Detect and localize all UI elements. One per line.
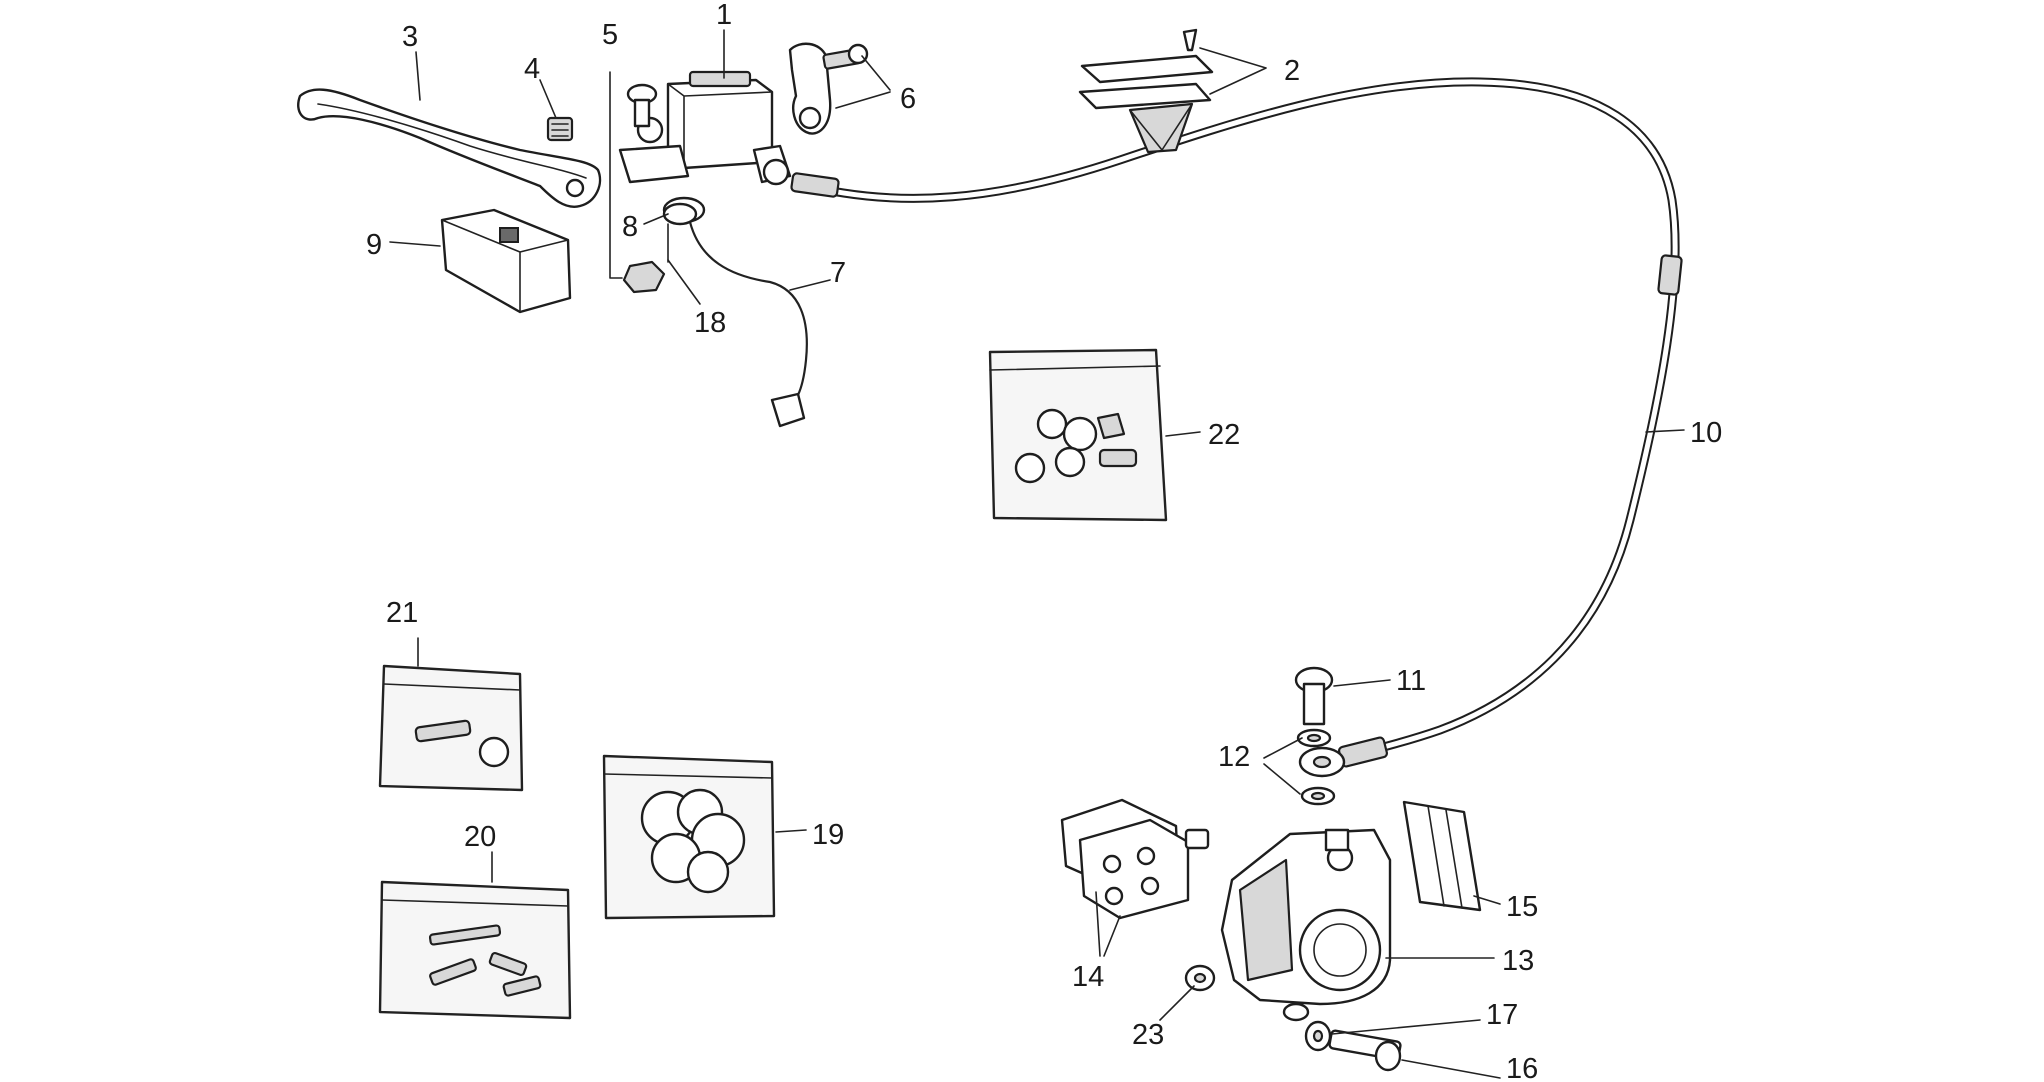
master-cylinder[interactable] (618, 70, 792, 186)
callout-10: 10 (1690, 417, 1722, 449)
leader-lines (389, 29, 1685, 1079)
callout-14: 14 (1072, 961, 1104, 993)
callout-18: 18 (694, 307, 726, 339)
brake-caliper[interactable] (1220, 828, 1392, 1022)
callout-numbers: 1 2 3 4 5 6 7 8 9 10 11 12 13 14 15 16 1… (366, 0, 1722, 1082)
callout-21: 21 (386, 597, 418, 629)
callout-13: 13 (1502, 945, 1534, 977)
brake-light-switch[interactable] (440, 208, 572, 314)
callout-16: 16 (1506, 1053, 1538, 1082)
brake-hose[interactable] (790, 77, 1683, 768)
copper-washer-lower[interactable] (1300, 786, 1336, 806)
callout-19: 19 (812, 819, 844, 851)
nut[interactable] (622, 260, 666, 294)
callout-11: 11 (1396, 665, 1426, 697)
callout-23: 23 (1132, 1019, 1164, 1051)
callout-20: 20 (464, 821, 496, 853)
leader-5 (609, 71, 623, 279)
callout-12: 12 (1218, 741, 1250, 773)
dust-boot[interactable] (662, 202, 698, 226)
brake-pads[interactable] (1060, 798, 1210, 920)
callout-7: 7 (830, 257, 846, 289)
copper-washer-upper[interactable] (1296, 728, 1332, 748)
banjo-bolt[interactable] (1294, 666, 1334, 726)
seal-kit-bag-20[interactable] (378, 880, 572, 1020)
callout-15: 15 (1506, 891, 1538, 923)
washer-17[interactable] (1304, 1020, 1332, 1052)
handlebar-clamp[interactable] (788, 42, 869, 135)
banjo-fitting[interactable] (1298, 746, 1346, 778)
callout-5: 5 (602, 19, 618, 51)
callout-1: 1 (716, 0, 732, 31)
seal-kit-bag-21[interactable] (378, 664, 524, 792)
brake-lever[interactable] (297, 88, 602, 208)
pivot-bolt[interactable] (626, 83, 658, 128)
caliper-mounting-bolt[interactable] (1328, 1029, 1402, 1072)
callout-17: 17 (1486, 999, 1518, 1031)
callout-8: 8 (622, 211, 638, 243)
callout-2: 2 (1284, 55, 1300, 87)
callout-22: 22 (1208, 419, 1240, 451)
o-ring-kit-bag-19[interactable] (602, 754, 776, 920)
callout-9: 9 (366, 229, 382, 261)
switch-cable[interactable] (662, 196, 808, 428)
seal-kit-bag-22[interactable] (988, 348, 1168, 522)
callout-4: 4 (524, 53, 540, 85)
lever-pivot-screw[interactable] (546, 116, 574, 142)
callout-6: 6 (900, 83, 916, 115)
reservoir-cover-and-gasket[interactable] (1078, 28, 1214, 154)
callout-3: 3 (402, 21, 418, 53)
pad-spring[interactable] (1402, 800, 1482, 912)
washer-23[interactable] (1184, 964, 1216, 992)
